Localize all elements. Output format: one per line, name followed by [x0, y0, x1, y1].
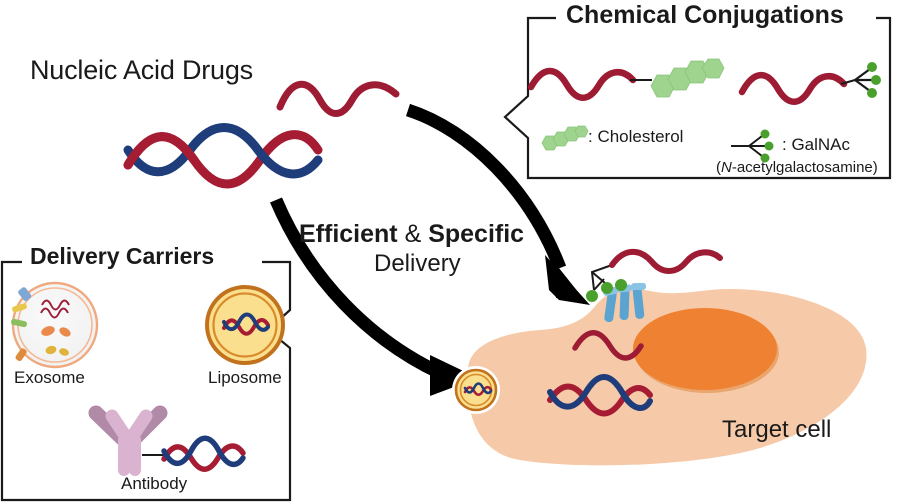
arrow-conjugation-to-cell: [405, 103, 590, 305]
galnac-sub-open: (: [716, 159, 721, 176]
galnac-conjugate-illustration: [738, 62, 881, 105]
efficient-specific-headline: Efficient & Specific: [299, 222, 524, 247]
asgpr-receptor-illustration: [586, 248, 723, 323]
exosome-illustration: [11, 281, 99, 369]
galnac-sub-rest: -acetylgalactosamine): [731, 159, 878, 176]
cholesterol-legend-icon: [541, 125, 589, 151]
galnac-legend-sublabel: (N-acetylgalactosamine): [716, 160, 878, 175]
intracellular-rna-strand: [572, 330, 644, 361]
headline-specific: Specific: [428, 220, 525, 248]
antibody-illustration: [88, 405, 246, 476]
exosome-surface-proteins: [11, 287, 32, 362]
galnac-linker: [590, 264, 613, 291]
exosome-label: Exosome: [14, 368, 85, 387]
headline-ampersand: &: [397, 220, 429, 248]
liposome-illustration: [205, 285, 285, 365]
dna-duplex-main: [123, 123, 323, 189]
exosome-cargo-particles: [41, 326, 71, 356]
delivery-subheadline: Delivery: [374, 250, 461, 277]
target-cell-illustration: [467, 288, 867, 466]
rna-strand-top: [276, 80, 400, 117]
intracellular-dna-duplex: [547, 374, 653, 417]
galnac-bound-sugars: [586, 279, 627, 302]
liposome-at-cell-membrane: [452, 366, 500, 414]
arrow-carriers-to-cell: [270, 197, 478, 396]
chemical-conjugations-panel-frame: [503, 16, 892, 180]
exosome-cargo-rna: [40, 299, 70, 319]
liposome-label: Liposome: [208, 368, 282, 387]
cholesterol-rings: [650, 58, 725, 98]
page-title: Nucleic Acid Drugs: [30, 55, 253, 85]
antibody-label: Antibody: [121, 474, 188, 493]
headline-efficient: Efficient: [299, 220, 398, 248]
galnac-sugar-dots: [867, 62, 881, 98]
galnac-sub-italic: N: [721, 159, 732, 176]
chemical-conjugations-title: Chemical Conjugations: [566, 1, 844, 29]
liposome-cargo-dna: [222, 312, 270, 336]
delivery-carriers-panel-frame: [0, 260, 292, 502]
target-cell-label: Target cell: [722, 416, 832, 443]
antibody-cargo-dna: [161, 435, 246, 472]
galnac-legend-icon: [731, 129, 774, 163]
cholesterol-conjugate-illustration: [527, 58, 725, 101]
galnac-legend-label: : GalNAc: [782, 135, 851, 154]
cholesterol-legend-label: : Cholesterol: [588, 127, 684, 146]
delivery-carriers-title: Delivery Carriers: [30, 243, 215, 269]
